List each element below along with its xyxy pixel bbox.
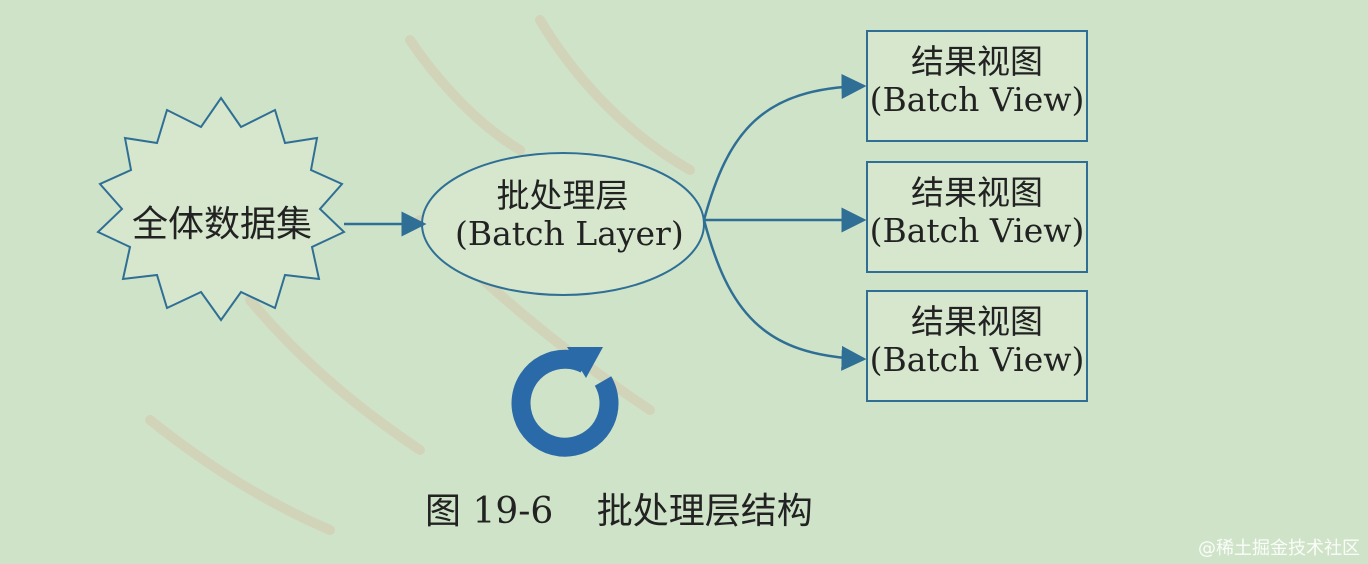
arrow-batch-to-view-3	[702, 219, 867, 371]
batch-layer-line2: (Batch Layer)	[455, 213, 684, 253]
source-starburst	[96, 96, 346, 322]
batch-layer-line1: 批处理层	[496, 176, 629, 215]
result-view-3-line1: 结果视图	[911, 302, 1043, 341]
figure-caption: 图 19-6 批处理层结构	[425, 482, 813, 534]
result-view-box-3	[866, 290, 1088, 402]
figure-number: 图 19-6	[425, 491, 554, 532]
figure-title: 批处理层结构	[596, 491, 813, 532]
result-view-2-line2: (Batch View)	[869, 210, 1085, 250]
result-view-2-line1: 结果视图	[911, 173, 1043, 212]
result-view-1-line1: 结果视图	[911, 42, 1043, 81]
result-view-label-3: 结果视图 (Batch View)	[867, 303, 1087, 379]
credit-watermark: @稀土掘金技术社区	[1198, 538, 1360, 559]
batch-layer-label: 批处理层 (Batch Layer)	[455, 176, 684, 253]
source-label-text: 全体数据集	[132, 204, 313, 245]
result-view-box-2	[866, 161, 1088, 273]
result-view-box-1	[866, 30, 1088, 142]
result-view-1-line2: (Batch View)	[869, 79, 1085, 119]
arrow-batch-to-view-1	[702, 73, 867, 221]
result-view-3-line2: (Batch View)	[869, 339, 1085, 379]
result-view-label-1: 结果视图 (Batch View)	[867, 43, 1087, 119]
result-view-label-2: 结果视图 (Batch View)	[867, 174, 1087, 250]
refresh-icon	[511, 347, 619, 457]
source-label: 全体数据集	[132, 204, 312, 245]
